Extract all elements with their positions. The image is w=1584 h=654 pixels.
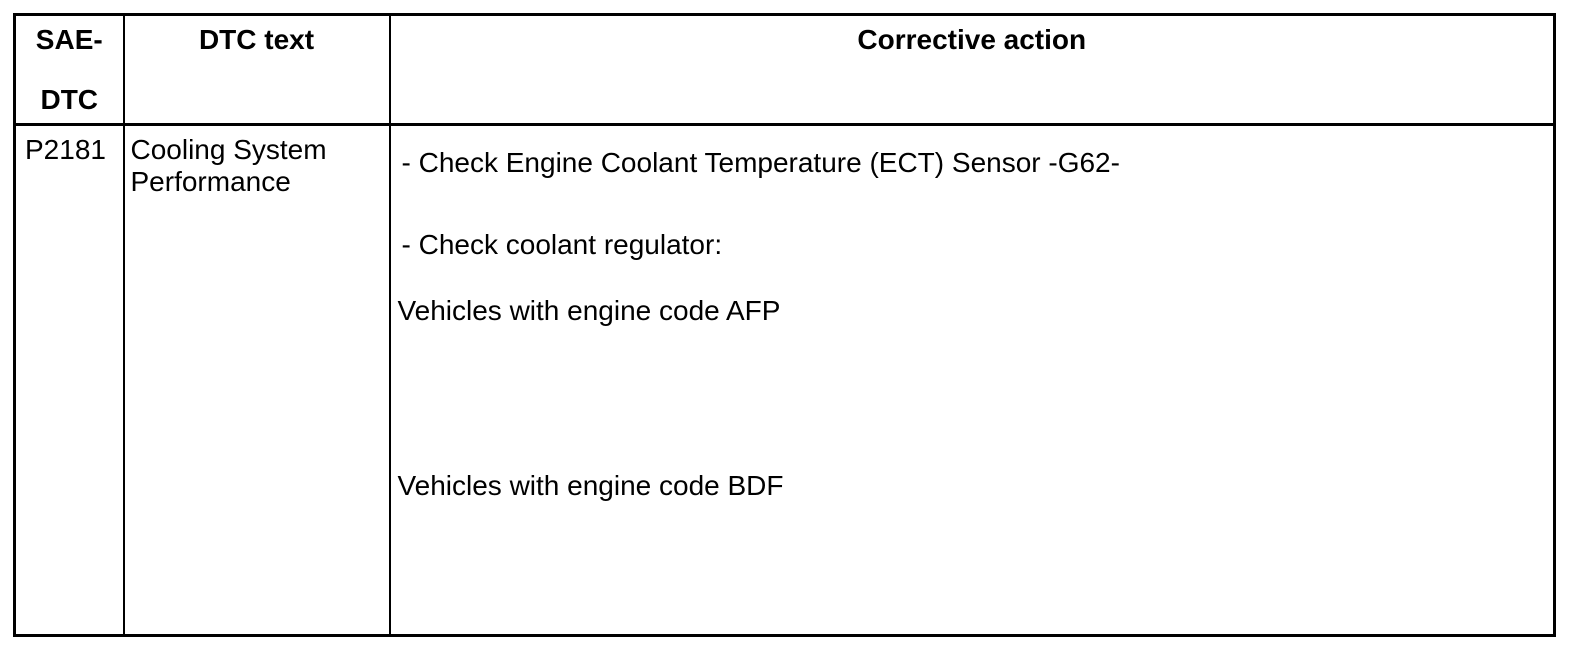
action-line-check-coolant-regulator: - Check coolant regulator:	[401, 229, 723, 260]
header-sae-dtc-line1: SAE-	[35, 24, 103, 55]
action-line-engine-code-afp: Vehicles with engine code AFP	[397, 295, 781, 326]
header-dtc-text: DTC text	[122, 13, 391, 126]
header-sae-dtc: SAE- DTC	[13, 13, 125, 126]
action-line-engine-code-bdf: Vehicles with engine code BDF	[397, 470, 784, 501]
dtc-code: P2181	[25, 134, 106, 165]
corrective-action-cell: - Check Engine Coolant Temperature (ECT)…	[388, 123, 1556, 637]
dtc-table: SAE- DTC DTC text Corrective action P218…	[13, 13, 1556, 637]
header-sae-dtc-line2: DTC	[40, 84, 99, 115]
dtc-text: Cooling System Performance	[130, 134, 327, 197]
dtc-code-cell: P2181	[13, 123, 125, 637]
table-row: P2181 Cooling System Performance - Check…	[13, 123, 1556, 637]
dtc-text-cell: Cooling System Performance	[122, 123, 391, 637]
action-line-check-ect-sensor: - Check Engine Coolant Temperature (ECT)…	[401, 147, 1120, 178]
header-corrective-action: Corrective action	[388, 13, 1556, 126]
table-header-row: SAE- DTC DTC text Corrective action	[13, 13, 1556, 126]
